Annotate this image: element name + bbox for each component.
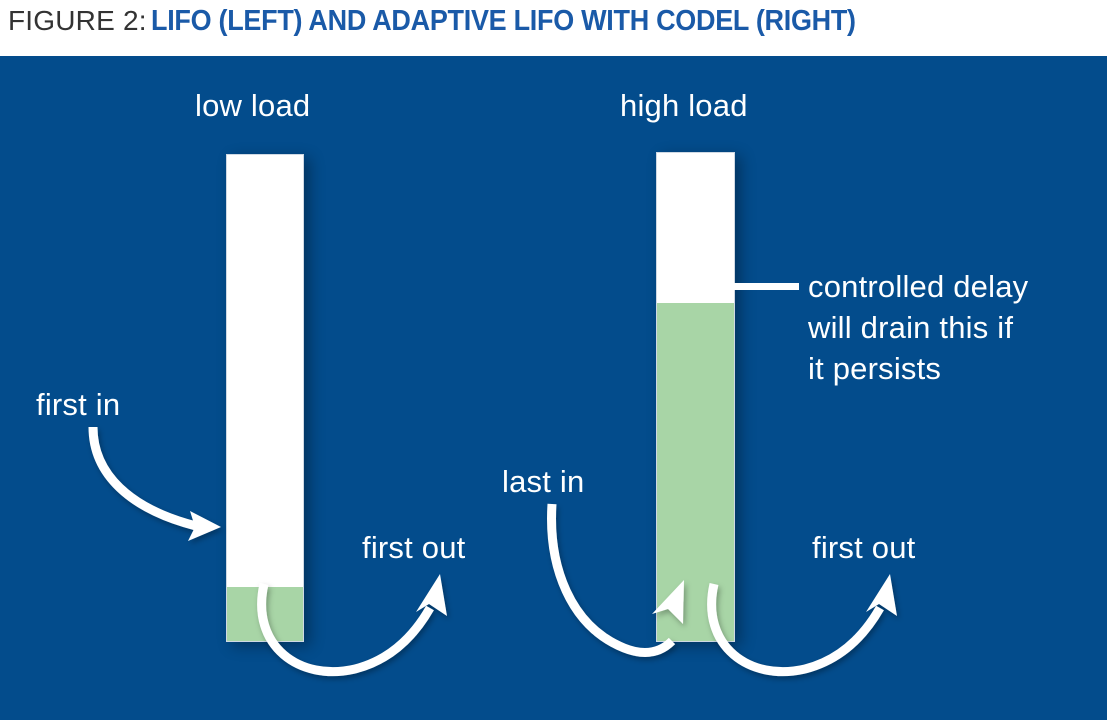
column-label-high-load: high load — [620, 88, 748, 123]
callout-line-1: controlled delay — [808, 269, 1029, 304]
column-label-low-load: low load — [195, 88, 311, 123]
annotation-last-in-high-load: last in — [502, 464, 585, 499]
callout-line-3: it persists — [808, 351, 942, 386]
queue-bar-high-load — [656, 152, 735, 642]
annotation-first-out-low-load: first out — [362, 530, 466, 565]
diagram-panel: low load high load controlled delay will… — [0, 56, 1107, 720]
caption-prefix: FIGURE 2: — [8, 5, 147, 36]
caption-title: LIFO (LEFT) AND ADAPTIVE LIFO WITH CODEL… — [151, 5, 856, 37]
annotation-first-out-high-load: first out — [812, 530, 916, 565]
figure-caption: FIGURE 2: LIFO (LEFT) AND ADAPTIVE LIFO … — [8, 4, 1098, 46]
callout-controlled-delay: controlled delay will drain this if it p… — [808, 266, 1098, 389]
callout-leader-line — [697, 283, 799, 290]
callout-line-2: will drain this if — [808, 310, 1014, 345]
queue-fill-high-load — [657, 302, 734, 641]
annotation-first-in-low-load: first in — [36, 387, 121, 422]
curved-arrow-u-up-icon — [707, 574, 897, 677]
queue-bar-low-load — [226, 154, 304, 642]
queue-fill-low-load — [227, 587, 303, 641]
curved-arrow-down-right-icon — [88, 426, 221, 541]
